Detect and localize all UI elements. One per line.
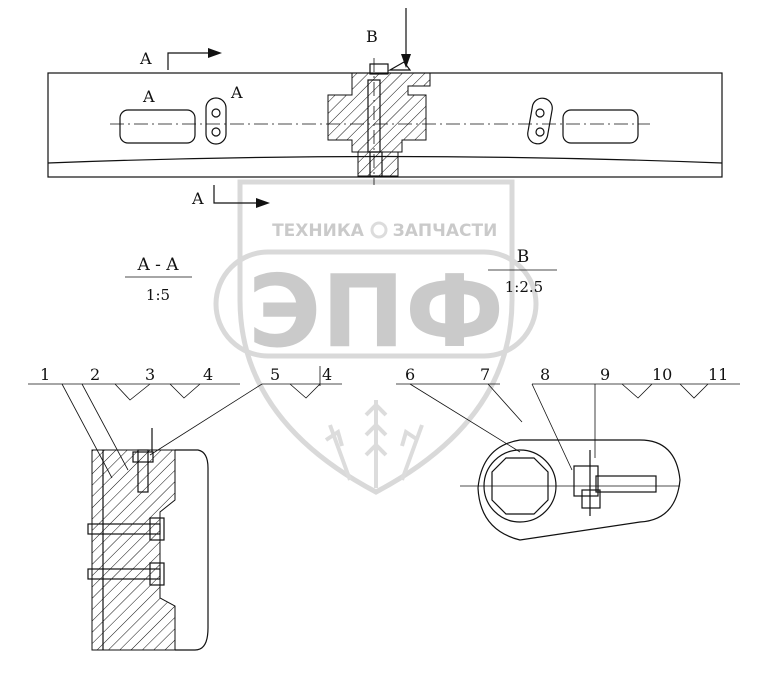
inner-mark-a-right: A [230, 83, 243, 102]
watermark-shield [237, 179, 515, 495]
callout-1: 1 [40, 365, 50, 384]
svg-text:B: B [517, 247, 530, 267]
view-b-title: B 1:2.5 [488, 247, 557, 296]
callout-4b: 4 [322, 365, 332, 384]
view-b-drawing [460, 439, 681, 541]
section-aa-title: A - A 1:5 [125, 255, 192, 304]
svg-text:A - A: A - A [136, 255, 179, 275]
watermark-top-right: ЗАПЧАСТИ [393, 221, 498, 241]
callout-row: 1 2 3 4 5 4 6 7 8 9 10 11 [28, 365, 740, 479]
section-aa-drawing [87, 428, 209, 651]
section-arrow-a-bottom: A [191, 185, 270, 208]
callout-6: 6 [405, 365, 415, 384]
svg-text:1:5: 1:5 [146, 286, 170, 304]
view-arrow-b: B [366, 8, 411, 68]
watermark-brand: ЭПФ [248, 253, 504, 370]
main-view-beam [47, 58, 723, 185]
svg-text:A: A [139, 49, 152, 68]
watermark-logo: ТЕХНИКА ЗАПЧАСТИ ЭПФ [213, 179, 539, 495]
callout-8: 8 [540, 365, 550, 384]
inner-mark-a-left: A [142, 87, 155, 106]
gear-icon [370, 221, 388, 239]
svg-text:A: A [191, 189, 204, 208]
wheat-icon [324, 400, 424, 488]
callout-10: 10 [652, 365, 672, 384]
callout-7: 7 [480, 365, 490, 384]
callout-4: 4 [203, 365, 213, 384]
callout-11: 11 [708, 365, 728, 384]
callout-5: 5 [270, 365, 280, 384]
callout-9: 9 [600, 365, 610, 384]
svg-text:B: B [366, 27, 378, 46]
watermark-top-left: ТЕХНИКА [272, 221, 365, 241]
callout-2: 2 [90, 365, 100, 384]
section-arrow-a-top: A [139, 48, 222, 70]
callout-3: 3 [145, 365, 155, 384]
svg-text:1:2.5: 1:2.5 [505, 278, 543, 296]
